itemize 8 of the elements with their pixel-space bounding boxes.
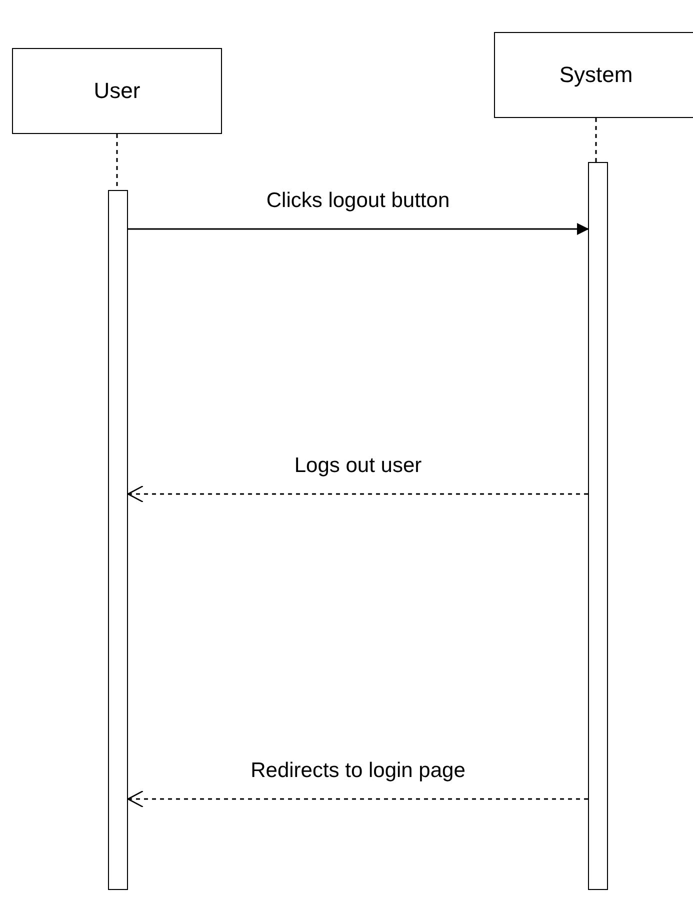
actor-box: System	[494, 32, 693, 118]
lifeline	[595, 118, 597, 162]
activation-bar	[108, 190, 128, 890]
activation-bar	[588, 162, 608, 890]
return-arrow	[127, 485, 588, 503]
message-arrow	[128, 223, 589, 235]
return-arrow	[127, 790, 588, 808]
actor-box: User	[12, 48, 222, 134]
